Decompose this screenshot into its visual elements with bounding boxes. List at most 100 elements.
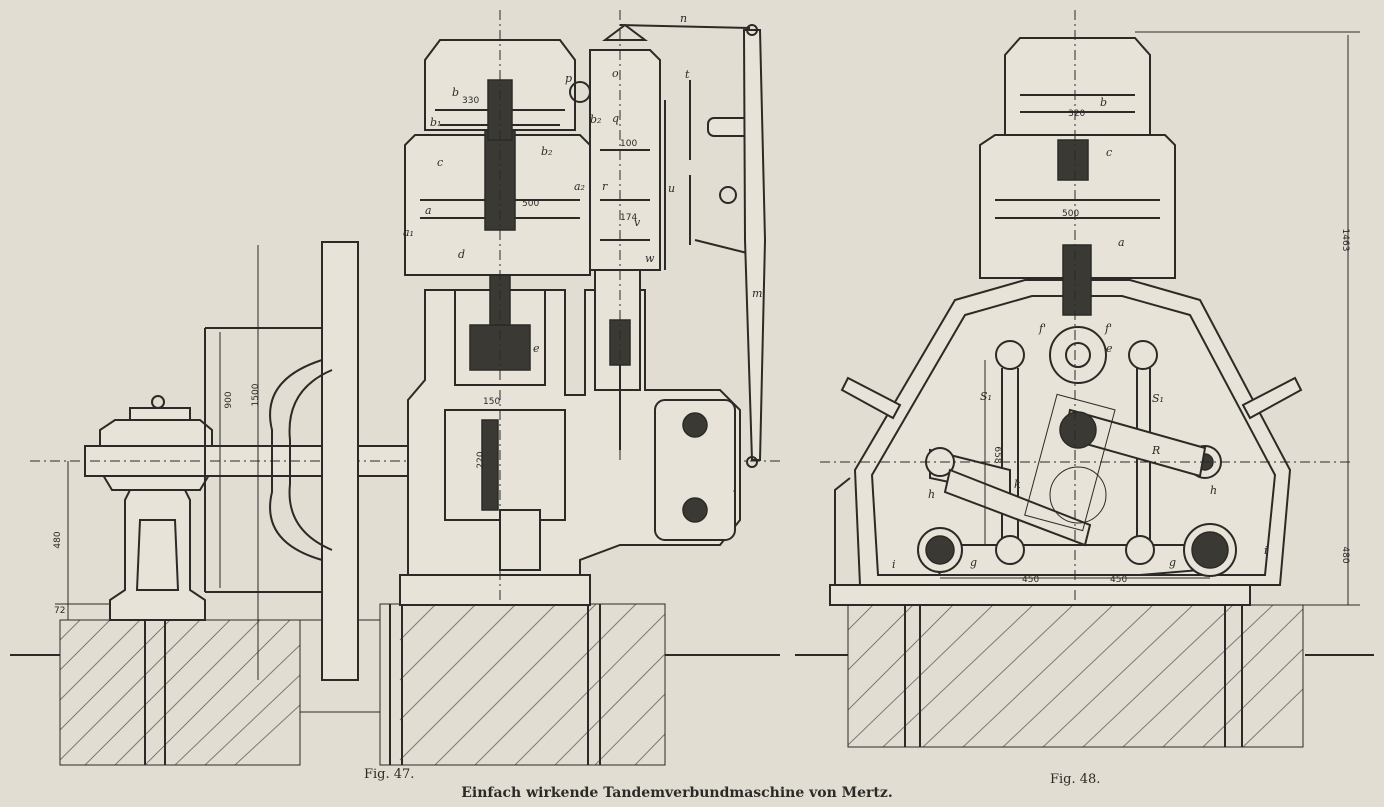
letter48-f1: f' bbox=[1038, 322, 1046, 335]
anchor-bolts bbox=[144, 604, 601, 765]
letter48-h2: h bbox=[1210, 484, 1217, 497]
letter-n: n bbox=[680, 12, 687, 25]
fig47-part-letters: n t o p q b b₁ b₂ b₂ c a a₁ a₂ r u v w d… bbox=[403, 12, 762, 495]
dim-1463: 1463 bbox=[1340, 229, 1350, 252]
fig47-drawing bbox=[10, 10, 780, 766]
throttle-handwheel bbox=[719, 186, 737, 204]
governor-rod bbox=[742, 29, 767, 461]
crank-disc bbox=[1049, 466, 1107, 524]
letter48-h1: h bbox=[928, 488, 935, 501]
letter48-g1: g bbox=[970, 556, 977, 569]
dim-320: 320 bbox=[1068, 109, 1085, 119]
governor-top bbox=[602, 23, 648, 41]
letter48-i2: i bbox=[1264, 544, 1268, 557]
dim-150: 150 bbox=[483, 397, 500, 407]
letter-a1: a₁ bbox=[403, 226, 414, 239]
letter-r: r bbox=[602, 180, 608, 193]
letter-b1: b₁ bbox=[430, 116, 441, 129]
fig48-crosshead bbox=[1049, 326, 1107, 384]
flywheel-rim bbox=[321, 241, 359, 681]
letter-p: p bbox=[565, 72, 572, 85]
dim-174: 174 bbox=[620, 213, 637, 223]
foundation-hatching bbox=[59, 603, 666, 766]
bearing-cap bbox=[129, 407, 191, 421]
dim-900: 900 bbox=[224, 391, 234, 408]
bearing-foundation bbox=[59, 619, 301, 766]
letter48-a: a bbox=[1118, 236, 1125, 249]
fig48-lp-cylinder bbox=[979, 134, 1176, 279]
letter-b2: b₂ bbox=[590, 113, 601, 126]
crank-pin-fig48 bbox=[1059, 411, 1097, 449]
fig48-label: Fig. 48. bbox=[1050, 772, 1100, 787]
dim-500b: 500 bbox=[1062, 209, 1079, 219]
lubricator-left bbox=[840, 376, 902, 420]
letter48-c: c bbox=[1106, 146, 1112, 159]
dim-500: 500 bbox=[522, 199, 539, 209]
fig48-lp-hub bbox=[1057, 139, 1089, 181]
letter48-k: k bbox=[1014, 478, 1021, 491]
letter-c: c bbox=[437, 156, 443, 169]
dim-330: 330 bbox=[462, 96, 479, 106]
crank-pin bbox=[481, 419, 499, 511]
fig47-label: Fig. 47. bbox=[364, 767, 414, 782]
link-pin-right bbox=[1128, 340, 1158, 370]
belt-pulley-rim bbox=[204, 327, 325, 593]
letter-d: d bbox=[458, 248, 465, 261]
letter-v: v bbox=[634, 216, 641, 229]
link-pin-left bbox=[995, 340, 1025, 370]
figure-caption: Einfach wirkende Tandemverbundmaschine v… bbox=[461, 785, 892, 801]
fig47-dimension-lines bbox=[55, 245, 259, 680]
engine-foundation bbox=[379, 603, 666, 766]
letter-t: t bbox=[685, 68, 690, 81]
dim-100: 100 bbox=[620, 139, 637, 149]
fig48-hatching bbox=[847, 604, 1304, 748]
fig48-crosshead-pin bbox=[1065, 342, 1091, 368]
valve-chest-port bbox=[569, 81, 591, 103]
letter48-i1: i bbox=[892, 558, 896, 571]
fig48-dimensions: 1463 480 320 500 658 450 450 bbox=[992, 109, 1350, 585]
letter48-s1: S₁ bbox=[980, 390, 992, 403]
letter-e: e bbox=[533, 342, 540, 355]
fig48-piston-rod bbox=[1062, 244, 1092, 316]
crank-frame bbox=[1024, 393, 1116, 532]
valve-chest bbox=[589, 49, 661, 271]
letter-l: l bbox=[733, 482, 737, 495]
letter-b3: b₂ bbox=[541, 145, 552, 158]
dim-450-left: 450 bbox=[1022, 575, 1039, 585]
crank-chamber bbox=[444, 409, 566, 521]
fig48-crank-case-inner bbox=[870, 295, 1277, 576]
fig48-dimension-lines bbox=[940, 31, 1360, 606]
fig47-dimensions: 1500 900 480 72 330 500 100 174 150 220 bbox=[53, 96, 637, 616]
rod-pivot-top bbox=[746, 24, 758, 36]
fig48-oil-pan-wall bbox=[834, 477, 851, 585]
dim-658: 658 bbox=[992, 446, 1002, 463]
fig48-lp-piston bbox=[995, 199, 1160, 219]
frame-base bbox=[399, 574, 591, 606]
flywheel-spoke bbox=[269, 359, 323, 561]
fig48-drawing bbox=[795, 10, 1374, 748]
letter-b: b bbox=[452, 86, 459, 99]
dim-450-right: 450 bbox=[1110, 575, 1127, 585]
fig48-part-letters: b c a f' f' e S₁ S₁ R h h k g g i i bbox=[892, 96, 1268, 571]
letter-w: w bbox=[645, 252, 655, 265]
lubricator-right bbox=[1241, 376, 1303, 420]
fig48-hp-piston bbox=[1020, 94, 1135, 113]
letter48-f2: f' bbox=[1104, 322, 1112, 335]
letter-u: u bbox=[668, 182, 675, 195]
fig48-hp-cylinder bbox=[1004, 37, 1151, 136]
rod-pivot-bottom bbox=[746, 456, 758, 468]
flywheel-spoke-inner bbox=[288, 369, 333, 551]
dim-480b: 480 bbox=[1340, 546, 1350, 563]
fig48-anchor-bolts bbox=[904, 605, 1243, 747]
letter-m: m bbox=[752, 287, 762, 300]
letter-a: a bbox=[425, 204, 432, 217]
shaft-g-left bbox=[995, 535, 1025, 565]
crank-web bbox=[499, 509, 541, 571]
letter48-s2: S₁ bbox=[1152, 392, 1164, 405]
letter-a2: a₂ bbox=[574, 180, 585, 193]
link-k bbox=[943, 468, 1092, 547]
dim-220: 220 bbox=[476, 451, 486, 468]
dim-480: 480 bbox=[53, 531, 63, 548]
letter48-b: b bbox=[1100, 96, 1107, 109]
